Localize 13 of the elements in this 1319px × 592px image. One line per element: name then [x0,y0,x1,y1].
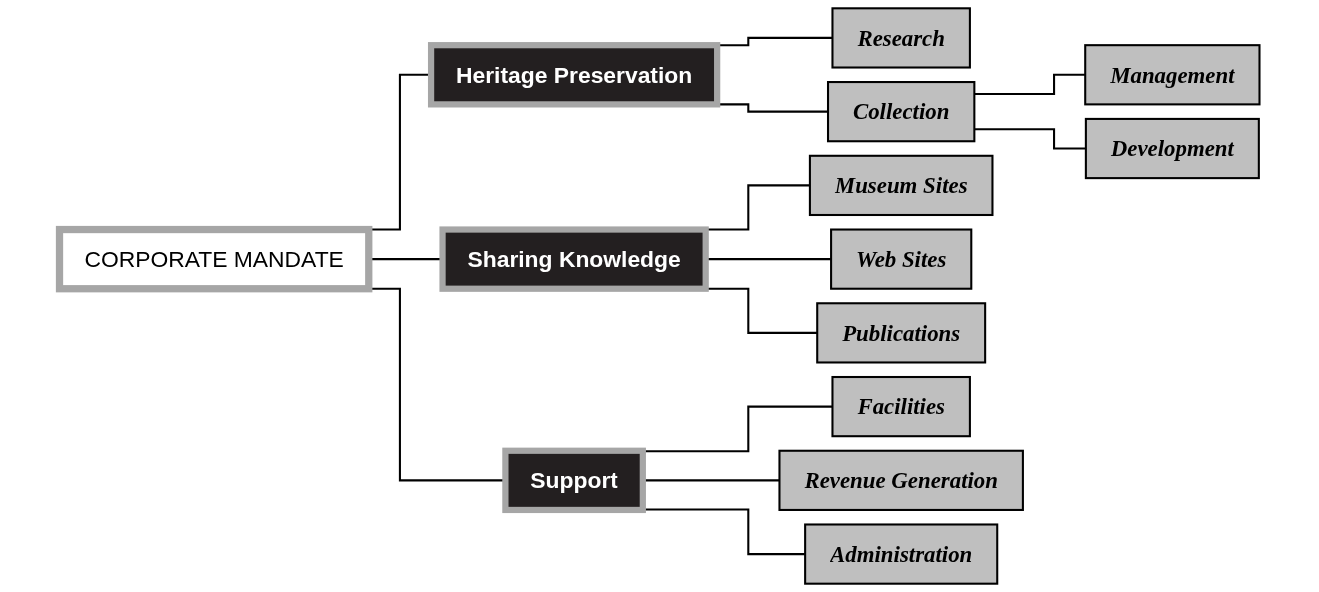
node-box: Research [831,7,971,69]
node-box: Revenue Generation [778,449,1024,511]
node-box: Development [1084,117,1260,180]
node-box: CORPORATE MANDATE [55,225,373,293]
node-box: Management [1084,44,1261,106]
node-box: Web Sites [830,228,973,290]
node-box: Sharing Knowledge [439,226,709,292]
node-box: Support [502,447,646,514]
node-box: Facilities [831,375,971,438]
node-box: Collection [827,81,976,143]
node-box: Museum Sites [808,154,994,217]
node-box: Publications [816,302,987,364]
node-box: Heritage Preservation [427,42,721,108]
